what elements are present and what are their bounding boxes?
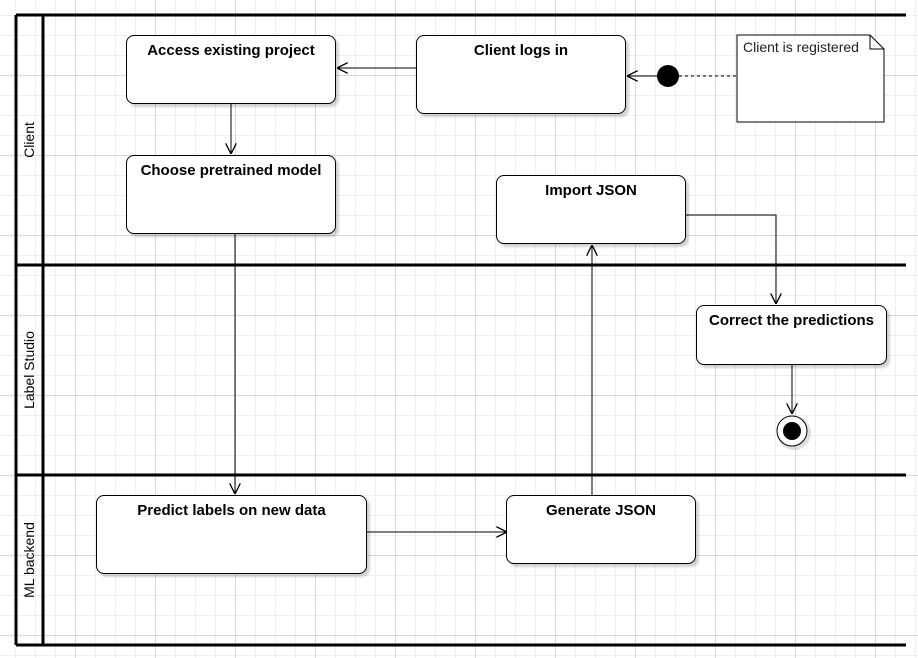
end-node: [776, 415, 811, 450]
lane-label-label-studio: Label Studio: [21, 331, 37, 409]
node-choose-pretrained-model[interactable]: Choose pretrained model: [126, 155, 336, 234]
node-generate-json[interactable]: Generate JSON: [506, 495, 696, 564]
node-access-existing-project[interactable]: Access existing project: [126, 35, 336, 104]
flow-edges: [231, 68, 792, 532]
edge-import-to-correct: [686, 214, 776, 304]
note-client-is-registered: Client is registered: [743, 39, 859, 55]
node-correct-the-predictions[interactable]: Correct the predictions: [696, 305, 887, 365]
node-predict-labels-on-new-data[interactable]: Predict labels on new data: [96, 495, 367, 574]
swimlane-frame: [14, 13, 906, 647]
start-node: [657, 65, 679, 87]
node-client-logs-in[interactable]: Client logs in: [416, 35, 626, 114]
lane-label-client: Client: [21, 122, 38, 158]
lane-label-ml-backend: ML backend: [21, 522, 37, 598]
note-shape: [736, 34, 885, 123]
node-import-json[interactable]: Import JSON: [496, 175, 686, 244]
